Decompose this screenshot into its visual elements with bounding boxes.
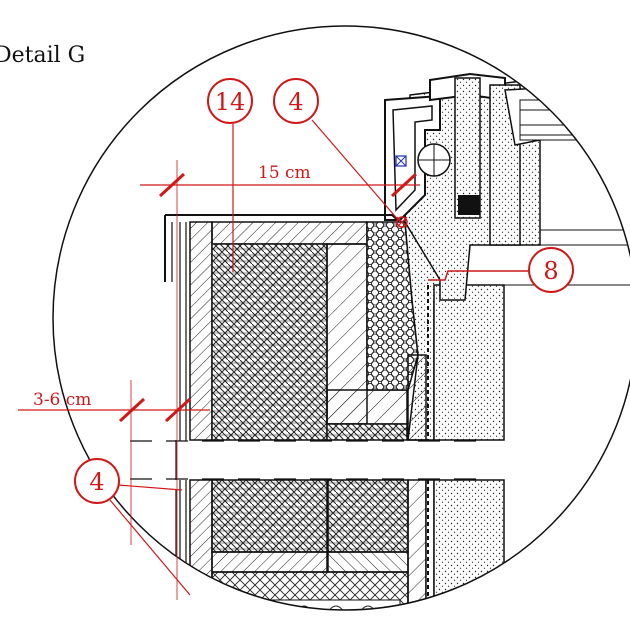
dark-wedge [60, 527, 130, 560]
sash [454, 77, 481, 219]
callout-8-label: 8 [543, 257, 558, 285]
lower-beam-hatch-right [327, 551, 409, 573]
blue-marker-icon [395, 155, 407, 167]
insulation-lower-right [327, 479, 409, 553]
callout-14 [207, 78, 253, 124]
callout-14-label: 14 [215, 88, 246, 116]
callout-4-bottom [74, 458, 120, 504]
callout-4-top [273, 78, 319, 124]
sill-flashing [165, 214, 401, 223]
wavy-insulation [229, 599, 401, 610]
insulation-14 [211, 243, 328, 441]
detail-title: Detail G [0, 43, 85, 68]
lower-timber-layer [407, 479, 427, 610]
timber-sill [326, 389, 408, 425]
lower-beam-hatch [211, 551, 328, 573]
callout-4-bottom-label: 4 [89, 468, 104, 496]
outer-board-upper [189, 221, 213, 441]
dim-label-15cm: 15 cm [258, 163, 311, 183]
callout-8 [528, 247, 574, 293]
lower-render-layer [433, 479, 505, 610]
dim-label-3-6cm: 3-6 cm [33, 390, 91, 410]
detail-circle [52, 25, 630, 611]
callout-4-top-label: 4 [288, 88, 303, 116]
red-marker-icon [396, 216, 408, 228]
gasket [458, 195, 480, 215]
annotations: 15 cm 3-6 cm 14 4 8 4 [18, 78, 574, 600]
cross-member [211, 571, 409, 610]
outer-board-lower [189, 479, 213, 601]
lintel-top [211, 221, 368, 245]
render-layer-upper [433, 284, 505, 441]
break-gap [100, 441, 520, 479]
insulation-lower-left [211, 479, 328, 553]
